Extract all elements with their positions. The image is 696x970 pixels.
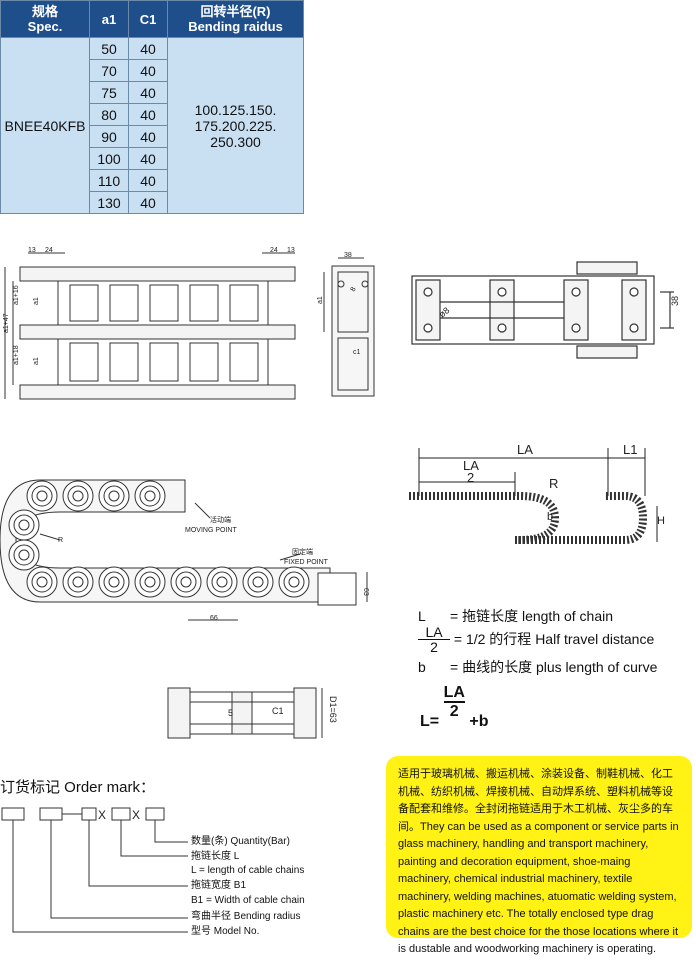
dim-a1-side: a1 [317, 296, 324, 304]
a1-cell: 50 [89, 37, 129, 60]
a1-cell: 70 [89, 59, 129, 82]
c1-cell: 40 [128, 191, 168, 214]
application-text: 适用于玻璃机械、搬运机械、涂装设备、制鞋机械、化工机械、纺织机械、焊接机械、自动… [398, 768, 679, 955]
side-view-drawing: 38 a1 c1 8 [317, 252, 375, 397]
label-L1: L1 [623, 442, 637, 457]
radius-cell: 100.125.150.175.200.225.250.300 [167, 37, 304, 214]
c1-cell: 40 [128, 81, 168, 104]
header-a1: a1 [89, 0, 129, 38]
detail-link-drawing: ø8 38 [411, 261, 680, 359]
radius-line: 100.125.150. [194, 101, 277, 118]
c1-cell: 40 [128, 125, 168, 148]
order-mark-diagram: X X [1, 807, 188, 933]
order-item-quantity: 数量(条) Quantity(Bar) [191, 836, 290, 847]
dim-24-right: 24 [270, 247, 278, 254]
a1-cell: 100 [89, 147, 129, 170]
a1-cell: 90 [89, 125, 129, 148]
c1-cell: 40 [128, 103, 168, 126]
moving-point-cn: 活动端 [210, 515, 231, 524]
moving-point-en: MOVING POINT [185, 527, 237, 534]
label-b: b [547, 511, 553, 523]
dim-13-right: 13 [287, 247, 295, 254]
dim-13-left: 13 [28, 247, 36, 254]
c1-cell: 40 [128, 37, 168, 60]
dim-a1-47: a1+47 [3, 313, 10, 333]
label-LA-half: LA [463, 458, 479, 473]
chain-bend-drawing: 活动端 MOVING POINT 固定端 FIXED POINT 66 R 63 [0, 479, 369, 622]
order-item-width-cn: 拖链宽度 B1 [191, 880, 247, 891]
order-sep-1: X [98, 808, 106, 822]
legend-curve: b= 曲线的长度 plus length of curve [418, 659, 658, 675]
dim-D1: D1=63 [328, 696, 338, 723]
dim-5: 5 [228, 708, 233, 718]
a1-cell: 80 [89, 103, 129, 126]
label-R: R [549, 476, 558, 491]
dim-c1-side: c1 [353, 349, 361, 356]
dim-a1-bottom: a1 [33, 357, 40, 365]
c1-cell: 40 [128, 59, 168, 82]
travel-diagram: LA L1 LA 2 R b H [409, 442, 665, 544]
radius-line: 175.200.225. [194, 117, 277, 134]
dim-63: 63 [362, 588, 369, 596]
model-cell: BNEE40KFB [0, 37, 90, 214]
order-item-length-en: L = length of cable chains [191, 865, 305, 876]
c1-cell: 40 [128, 147, 168, 170]
dim-8-side: 8 [350, 286, 358, 293]
dim-24-left: 24 [45, 247, 53, 254]
order-mark-title: 订货标记 Order mark： [0, 779, 156, 796]
dim-R-chain: R [58, 537, 63, 544]
order-item-width-en: B1 = Width of cable chain [191, 895, 305, 906]
a1-cell: 75 [89, 81, 129, 104]
header-c1: C1 [128, 0, 168, 38]
legend-length: L= 拖链长度 length of chain [418, 608, 614, 624]
formula: L= LA 2 +b [420, 684, 489, 730]
cross-section-drawing: 5 C1 D1=63 [167, 687, 338, 739]
dim-66: 66 [210, 615, 218, 622]
label-H: H [657, 515, 665, 527]
order-item-radius: 弯曲半径 Bending radius [191, 911, 301, 922]
application-info-box: 适用于玻璃机械、搬运机械、涂装设备、制鞋机械、化工机械、纺织机械、焊接机械、自动… [386, 756, 692, 955]
dim-a1-top: a1 [33, 297, 40, 305]
legend-half-travel: LA 2 = 1/2 的行程 Half travel distance [418, 625, 654, 657]
dim-38-detail: 38 [670, 296, 680, 306]
label-LA-top: LA [517, 442, 533, 457]
dim-a1-16: a1+16 [13, 285, 20, 305]
order-sep-2: X [132, 808, 140, 822]
order-item-model: 型号 Model No. [191, 926, 260, 937]
dim-a1-18: a1+18 [13, 345, 20, 365]
fixed-point-en: FIXED POINT [284, 559, 329, 566]
order-item-length-cn: 拖链长度 L [191, 851, 240, 862]
radius-line: 250.300 [210, 133, 261, 150]
a1-cell: 130 [89, 191, 129, 214]
c1-cell: 40 [128, 169, 168, 192]
top-view-drawing: 13 24 24 13 a1+47 a1+16 a1+18 a1 a1 [3, 247, 296, 400]
fixed-point-cn: 固定端 [292, 547, 313, 556]
dim-C1-bottom: C1 [272, 706, 284, 716]
a1-cell: 110 [89, 169, 129, 192]
label-LA-two: 2 [467, 470, 474, 485]
header-radius: 回转半径(R)Bending raidus [167, 0, 304, 38]
dim-38-side: 38 [344, 252, 352, 259]
